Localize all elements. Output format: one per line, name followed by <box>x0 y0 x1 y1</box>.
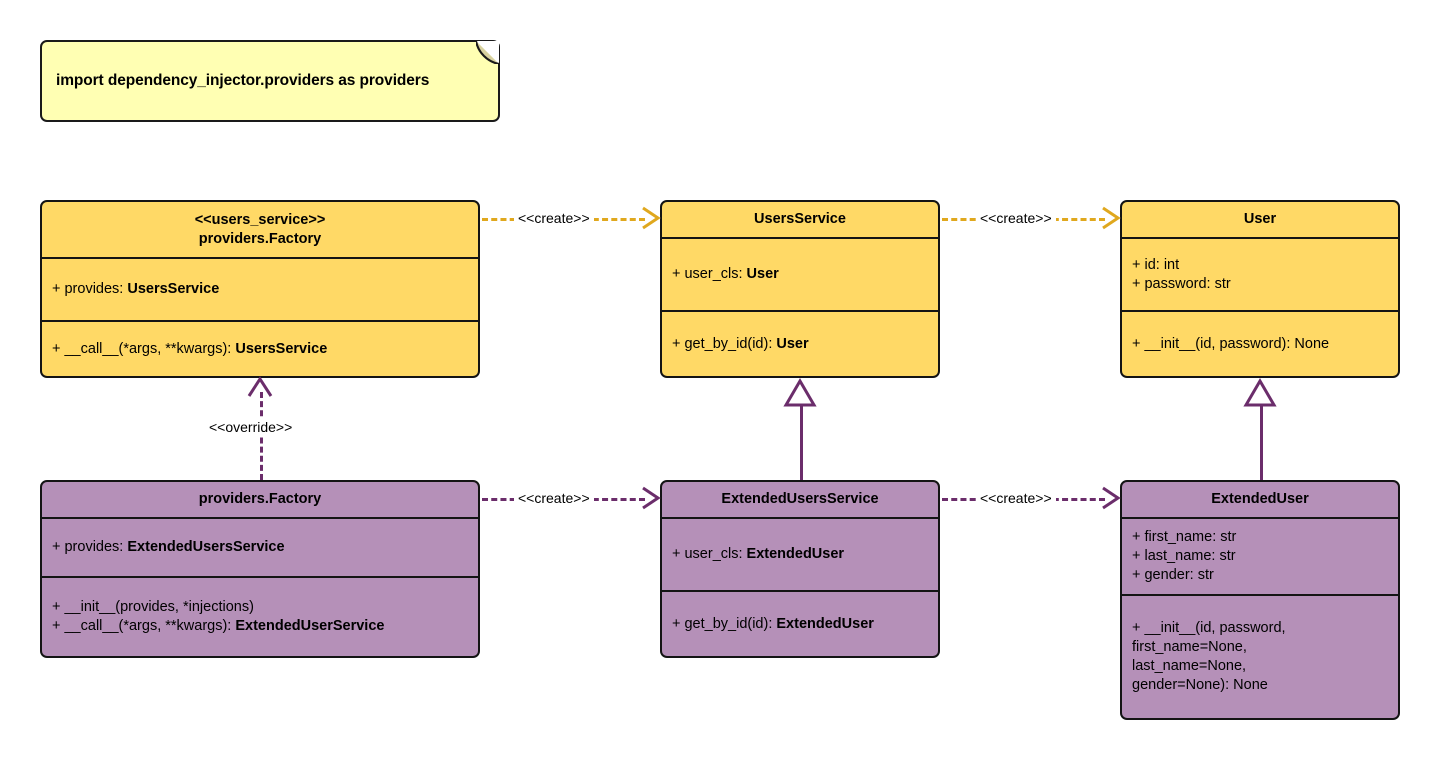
arrowhead-open-icon <box>642 206 661 230</box>
methods-compartment: + __init__(id, password, first_name=None… <box>1122 594 1398 718</box>
method-row: + __init__(id, password, first_name=None… <box>1132 619 1388 695</box>
method-label: + __call__(*args, **kwargs): <box>52 618 236 634</box>
attributes-compartment: + user_cls: User <box>662 239 938 310</box>
attribute-label: + gender: str <box>1132 567 1214 583</box>
method-row: + __init__(id, password): None <box>1132 335 1388 354</box>
class-user[interactable]: User + id: int + password: str + __init_… <box>1120 200 1400 378</box>
edge-label-create: <<create>> <box>976 210 1056 226</box>
attributes-compartment: + user_cls: ExtendedUser <box>662 519 938 590</box>
edge-label-override: <<override>> <box>205 419 297 435</box>
class-header: ExtendedUsersService <box>662 482 938 519</box>
attribute-row: + provides: UsersService <box>52 280 468 299</box>
method-type: User <box>776 335 809 352</box>
arrowhead-open-icon <box>1102 206 1121 230</box>
method-label: + __init__(provides, *injections) <box>52 599 254 615</box>
attribute-label: + last_name: str <box>1132 548 1236 564</box>
class-extended-user[interactable]: ExtendedUser + first_name: str + last_na… <box>1120 480 1400 720</box>
method-label: + get_by_id(id): <box>672 615 777 632</box>
method-row: + __call__(*args, **kwargs): ExtendedUse… <box>52 617 468 636</box>
method-label: + __call__(*args, **kwargs): <box>52 340 236 357</box>
class-name: providers.Factory <box>198 230 322 247</box>
class-name: ExtendedUser <box>1211 491 1309 507</box>
attribute-row: + first_name: str <box>1132 528 1388 547</box>
method-row: + __init__(provides, *injections) <box>52 598 468 617</box>
attribute-type: UsersService <box>127 281 220 297</box>
attribute-label: + user_cls: <box>672 546 747 562</box>
arrowhead-open-icon <box>1102 486 1121 510</box>
attribute-label: + provides: <box>52 281 128 297</box>
import-note: import dependency_injector.providers as … <box>40 40 500 122</box>
attribute-type: ExtendedUsersService <box>127 539 285 555</box>
method-type: ExtendedUserService <box>235 618 385 634</box>
methods-compartment: + __call__(*args, **kwargs): UsersServic… <box>42 320 478 376</box>
method-type: UsersService <box>235 340 328 357</box>
hollow-triangle-icon <box>1243 378 1277 407</box>
method-label: + __init__(id, password): None <box>1132 335 1330 352</box>
edge-label-create: <<create>> <box>514 210 594 226</box>
attributes-compartment: + provides: UsersService <box>42 259 478 320</box>
class-extended-factory[interactable]: providers.Factory + provides: ExtendedUs… <box>40 480 480 658</box>
attribute-label: + user_cls: <box>672 266 747 282</box>
attributes-compartment: + id: int + password: str <box>1122 239 1398 310</box>
attribute-row: + provides: ExtendedUsersService <box>52 538 468 557</box>
edge-inherit-user <box>1260 404 1263 480</box>
class-header: providers.Factory <box>42 482 478 519</box>
attribute-row: + password: str <box>1132 275 1388 294</box>
hollow-triangle-icon <box>783 378 817 407</box>
edge-label-create: <<create>> <box>514 490 594 506</box>
class-extended-users-service[interactable]: ExtendedUsersService + user_cls: Extende… <box>660 480 940 658</box>
class-users-service-factory[interactable]: <<users_service>> providers.Factory + pr… <box>40 200 480 378</box>
attribute-label: + id: int <box>1132 256 1180 273</box>
import-note-text: import dependency_injector.providers as … <box>56 72 430 89</box>
class-name: UsersService <box>754 211 846 227</box>
methods-compartment: + __init__(provides, *injections) + __ca… <box>42 576 478 656</box>
note-fold-icon <box>476 41 499 64</box>
edge-override <box>260 392 263 480</box>
arrowhead-open-icon <box>247 376 273 397</box>
attribute-row: + user_cls: ExtendedUser <box>672 545 928 564</box>
class-name: User <box>1243 211 1277 227</box>
class-users-service[interactable]: UsersService + user_cls: User + get_by_i… <box>660 200 940 378</box>
methods-compartment: + get_by_id(id): ExtendedUser <box>662 590 938 656</box>
method-row: + __call__(*args, **kwargs): UsersServic… <box>52 340 468 359</box>
attribute-row: + id: int <box>1132 256 1388 275</box>
attribute-type: ExtendedUser <box>746 546 845 562</box>
attributes-compartment: + first_name: str + last_name: str + gen… <box>1122 519 1398 594</box>
method-row: + get_by_id(id): ExtendedUser <box>672 615 928 634</box>
attribute-row: + last_name: str <box>1132 547 1388 566</box>
attribute-label: + provides: <box>52 539 128 555</box>
edge-inherit-service <box>800 404 803 480</box>
attribute-label: + password: str <box>1132 275 1231 292</box>
method-label: + __init__(id, password, first_name=None… <box>1132 620 1286 693</box>
class-name: ExtendedUsersService <box>721 491 879 507</box>
methods-compartment: + get_by_id(id): User <box>662 310 938 376</box>
attribute-row: + gender: str <box>1132 566 1388 585</box>
class-stereotype: <<users_service>> <box>194 211 326 228</box>
class-name: providers.Factory <box>198 491 322 507</box>
class-header: UsersService <box>662 202 938 239</box>
attribute-label: + first_name: str <box>1132 529 1237 545</box>
class-header: User <box>1122 202 1398 239</box>
attribute-type: User <box>746 266 779 282</box>
method-type: ExtendedUser <box>776 615 874 632</box>
methods-compartment: + __init__(id, password): None <box>1122 310 1398 376</box>
class-header: <<users_service>> providers.Factory <box>42 202 478 259</box>
attribute-row: + user_cls: User <box>672 265 928 284</box>
method-row: + get_by_id(id): User <box>672 335 928 354</box>
edge-label-create: <<create>> <box>976 490 1056 506</box>
attributes-compartment: + provides: ExtendedUsersService <box>42 519 478 576</box>
class-header: ExtendedUser <box>1122 482 1398 519</box>
method-label: + get_by_id(id): <box>672 335 777 352</box>
arrowhead-open-icon <box>642 486 661 510</box>
